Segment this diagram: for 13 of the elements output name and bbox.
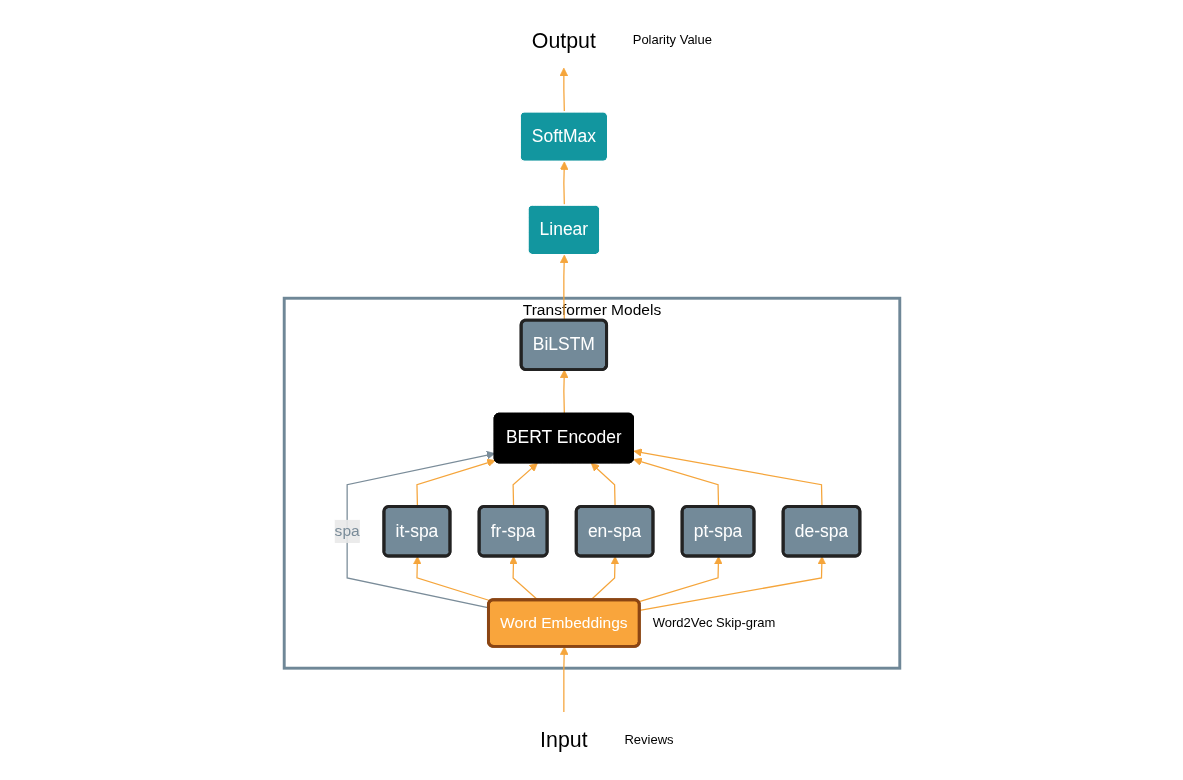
arrow bbox=[559, 646, 568, 713]
node-text: Output bbox=[531, 28, 596, 53]
arrow bbox=[559, 369, 568, 415]
annotation-text: Word2Vec Skip-gram bbox=[652, 615, 776, 631]
arrow bbox=[346, 450, 495, 609]
annotation-text: Polarity Value bbox=[632, 32, 712, 48]
edge-label: spa bbox=[334, 522, 360, 540]
annotation-text: Reviews bbox=[624, 731, 674, 747]
arrow bbox=[559, 67, 568, 113]
node-text: Input bbox=[539, 727, 588, 752]
arrow bbox=[559, 161, 568, 207]
arrow bbox=[637, 556, 723, 603]
arrow bbox=[638, 556, 826, 611]
